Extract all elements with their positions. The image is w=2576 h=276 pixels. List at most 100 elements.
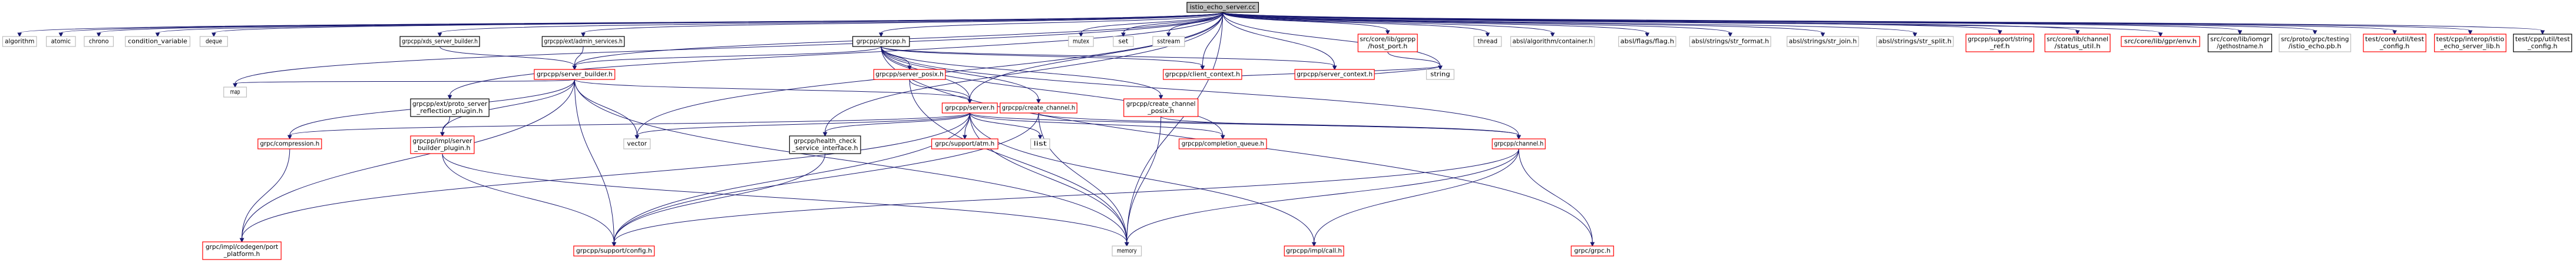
edge-grpcpp-to-createchanposix (881, 46, 1163, 100)
node-cq[interactable]: grpcpp/completion_queue.h (1178, 138, 1267, 149)
node-clientctx[interactable]: grpcpp/client_context.h (1163, 69, 1242, 80)
node-testcfg[interactable]: test/core/util/test_config.h (2363, 34, 2426, 52)
node-abslfmt-label-0: absl/strings/str_format.h (1691, 38, 1769, 45)
node-statusutil-label-1: /status_util.h (2055, 43, 2101, 50)
edge-serverh-to-list (969, 112, 1043, 140)
edge-channel-to-config (611, 148, 1519, 247)
node-gethost-label-1: /gethostname.h (2217, 43, 2263, 50)
node-abslflag-label-0: absl/flags/flag.h (1621, 38, 1674, 45)
node-grpch[interactable]: grpc/grpc.h (1570, 245, 1614, 257)
node-call[interactable]: grpcpp/impl/call.h (1284, 245, 1344, 257)
node-vector-label-0: vector (627, 141, 647, 148)
node-serverctx[interactable]: grpcpp/server_context.h (1294, 69, 1375, 80)
node-channel[interactable]: grpcpp/channel.h (1492, 138, 1546, 149)
node-serverposix[interactable]: grpcpp/server_posix.h (873, 69, 946, 80)
node-atm[interactable]: grpc/support/atm.h (931, 138, 998, 149)
node-testcfg-label-1: _config.h (2379, 43, 2409, 50)
edge-serverposix-to-serverh (909, 79, 973, 104)
node-abslsplit: absl/strings/str_split.h (1876, 36, 1954, 47)
node-interop-label-0: test/cpp/interop/istio (2436, 36, 2505, 43)
node-admin-label-0: grpcpp/ext/admin_services.h (544, 38, 623, 45)
node-createchanposix-label-0: grpcpp/create_channel (1126, 101, 1196, 108)
node-grpcpp[interactable]: grpcpp/grpcpp.h (852, 36, 910, 47)
node-map-label-0: map (230, 89, 240, 96)
node-serverbuilder[interactable]: grpcpp/server_builder.h (534, 69, 616, 80)
node-interop[interactable]: test/cpp/interop/istio_echo_server_lib.h (2434, 34, 2506, 52)
edge-grpcpp-to-channel (881, 46, 1522, 140)
edge-root-to-abslflag (1222, 12, 1650, 38)
node-abslflag: absl/flags/flag.h (1618, 36, 1676, 47)
node-supportstr[interactable]: grpcpp/support/string_ref.h (1965, 34, 2035, 52)
node-set-label-0: set (1119, 38, 1129, 45)
node-map: map (223, 87, 247, 98)
edge-root-to-absljoin (1222, 12, 1826, 38)
node-health-label-0: grpcpp/health_check (793, 138, 857, 145)
node-statusutil[interactable]: src/core/lib/channel/status_util.h (2044, 34, 2111, 52)
node-thread-label-0: thread (1478, 38, 1498, 45)
node-hostport[interactable]: src/core/lib/gprpp/host_port.h (1357, 34, 1418, 52)
node-platform[interactable]: grpc/impl/codegen/port_platform.h (202, 241, 282, 260)
node-memory-label-0: memory (1117, 248, 1137, 255)
edge-root-to-gprenv (1222, 12, 2163, 38)
edge-serverh-to-compression (287, 112, 970, 140)
node-list: list (1030, 138, 1050, 149)
node-xds[interactable]: grpcpp/xds_server_builder.h (399, 36, 480, 47)
edge-channel-to-grpch (1518, 148, 1595, 247)
node-reflection-label-0: grpcpp/ext/proto_server (412, 101, 488, 108)
node-createchanposix-label-1: _posix.h (1147, 108, 1174, 115)
node-vector: vector (623, 138, 651, 149)
node-echopb: src/proto/grpc/testing/istio_echo.pb.h (2279, 34, 2352, 52)
node-grpch-label-0: grpc/grpc.h (1574, 248, 1611, 255)
node-createchanposix[interactable]: grpcpp/create_channel_posix.h (1123, 98, 1199, 117)
edge-root-to-reflection (447, 12, 1223, 100)
node-root-label-0: istio_echo_server.cc (1190, 4, 1256, 11)
edge-serverh-to-health (822, 112, 970, 137)
edge-root-to-deque (211, 12, 1223, 38)
node-grpcpp-label-0: grpcpp/grpcpp.h (857, 38, 906, 45)
node-cpptestcfg-label-0: test/cpp/util/test (2515, 36, 2570, 43)
edge-root-to-admin (581, 12, 1223, 38)
node-gprenv[interactable]: src/core/lib/gpr/env.h (2121, 36, 2200, 47)
edge-health-to-config (611, 153, 826, 247)
node-serverh[interactable]: grpcpp/server.h (941, 102, 998, 114)
edge-serverh-to-vector (634, 112, 970, 140)
node-mutex: mutex (1068, 36, 1094, 47)
edge-root-to-xds (437, 12, 1223, 38)
node-thread: thread (1473, 36, 1502, 47)
node-chrono-label-0: chrono (89, 38, 109, 45)
node-compression[interactable]: grpc/compression.h (257, 138, 322, 149)
node-createchan[interactable]: grpcpp/create_channel.h (1000, 102, 1077, 114)
node-hostport-label-0: src/core/lib/gprpp (1360, 36, 1416, 43)
node-memory: memory (1112, 245, 1142, 257)
node-set: set (1113, 36, 1134, 47)
node-echopb-label-1: /istio_echo.pb.h (2289, 43, 2342, 50)
edge-buildplugin-to-memory (442, 153, 1129, 247)
node-reflection-label-1: _reflection_plugin.h (416, 108, 482, 115)
node-abslalgo-label-0: absl/algorithm/container.h (1512, 38, 1592, 45)
edge-serverbuilder-to-config (574, 79, 617, 247)
edge-serverh-to-call (969, 112, 1317, 247)
edge-hostport-to-string (1387, 51, 1443, 71)
edge-serverh-to-cq (969, 112, 1225, 140)
node-algorithm-label-0: algorithm (5, 38, 34, 45)
node-gethost[interactable]: src/core/lib/iomgr/gethostname.h (2207, 34, 2273, 52)
node-root[interactable]: istio_echo_server.cc (1186, 2, 1259, 13)
node-cpptestcfg[interactable]: test/cpp/util/test_config.h (2513, 34, 2572, 52)
edge-root-to-abslfmt (1222, 12, 1732, 38)
node-config[interactable]: grpcpp/support/config.h (573, 245, 655, 257)
edge-compression-to-platform (239, 148, 290, 243)
node-admin[interactable]: grpcpp/ext/admin_services.h (541, 36, 625, 47)
node-string: string (1426, 69, 1454, 80)
node-reflection[interactable]: grpcpp/ext/proto_server_reflection_plugi… (410, 98, 490, 117)
node-echopb-label-0: src/proto/grpc/testing (2281, 36, 2349, 43)
node-deque-label-0: deque (206, 38, 222, 45)
node-atomic: atomic (46, 36, 76, 47)
edge-root-to-abslsplit (1222, 12, 1917, 38)
node-buildplugin[interactable]: grpcpp/impl/server_builder_plugin.h (410, 135, 475, 154)
node-health[interactable]: grpcpp/health_check_service_interface.h (789, 135, 861, 154)
node-algorithm: algorithm (2, 36, 37, 47)
node-xds-label-0: grpcpp/xds_server_builder.h (402, 38, 478, 45)
node-channel-label-0: grpcpp/channel.h (1494, 141, 1543, 148)
node-buildplugin-label-1: _builder_plugin.h (414, 145, 470, 152)
